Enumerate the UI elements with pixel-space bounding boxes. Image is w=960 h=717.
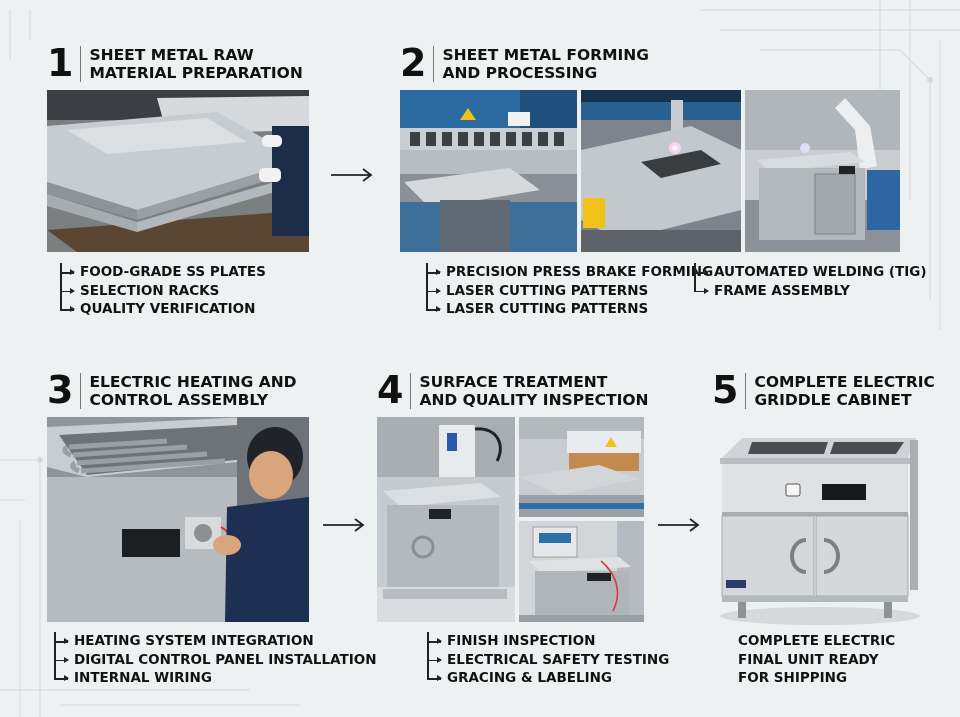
step-5-captions: COMPLETE ELECTRIC FINAL UNIT READY FOR S…: [738, 632, 895, 688]
tree-elbow-arrow-icon: [426, 269, 441, 275]
bullet-label: FRAME ASSEMBLY: [714, 282, 850, 299]
caption-line: FINAL UNIT READY: [738, 651, 879, 668]
bullet-label: LASER CUTTING PATTERNS: [446, 282, 649, 299]
step-4-title: SURFACE TREATMENT AND QUALITY INSPECTION: [419, 373, 649, 409]
griddle-cabinet-product-image: [720, 438, 920, 625]
list-item: LASER CUTTING PATTERNS: [420, 300, 713, 319]
step-4-photo-electrical-testing: [519, 521, 644, 622]
step-3-title: ELECTRIC HEATING AND CONTROL ASSEMBLY: [89, 373, 297, 409]
tree-elbow-arrow-icon: [60, 306, 75, 312]
step-2-header: 2 SHEET METAL FORMING AND PROCESSING: [400, 44, 649, 82]
step-2-bullets-extra: AUTOMATED WELDING (TIG) FRAME ASSEMBLY: [688, 263, 927, 300]
tree-line: [694, 263, 696, 291]
tree-elbow-arrow-icon: [427, 675, 442, 681]
list-item: INTERNAL WIRING: [48, 669, 377, 688]
step-1-photo-steel-sheets: [47, 90, 309, 252]
tree-line: [426, 263, 428, 310]
step-2-bullets: PRECISION PRESS BRAKE FORMING LASER CUTT…: [420, 263, 713, 319]
bullet-label: LASER CUTTING PATTERNS: [446, 301, 649, 317]
tree-elbow-arrow-icon: [427, 657, 442, 662]
tree-elbow-arrow-icon: [694, 269, 709, 275]
bullet-label: SELECTION RACKS: [80, 282, 220, 299]
step-4-divider: [410, 373, 412, 409]
bullet-label: AUTOMATED WELDING (TIG): [714, 264, 927, 280]
list-item: QUALITY VERIFICATION: [54, 300, 266, 319]
list-item: ELECTRICAL SAFETY TESTING: [421, 651, 669, 670]
tree-elbow-arrow-icon: [426, 306, 441, 312]
tree-line: [427, 632, 429, 679]
step-1-bullets: FOOD-GRADE SS PLATES SELECTION RACKS QUA…: [54, 263, 266, 319]
bullet-label: DIGITAL CONTROL PANEL INSTALLATION: [74, 651, 377, 668]
caption-line: COMPLETE ELECTRIC: [738, 633, 896, 649]
step-1-header: 1 SHEET METAL RAW MATERIAL PREPARATION: [47, 44, 303, 82]
step-5-header: 5 COMPLETE ELECTRIC GRIDDLE CABINET: [712, 371, 935, 409]
bullet-label: HEATING SYSTEM INTEGRATION: [74, 633, 314, 649]
step-3-photo-heating-assembly: [47, 417, 309, 622]
step-2-photo-robotic-welding: [745, 90, 900, 252]
tree-elbow-arrow-icon: [694, 288, 709, 293]
step-1-number: 1: [47, 41, 73, 85]
tree-elbow-arrow-icon: [427, 638, 442, 644]
bullet-label: ELECTRICAL SAFETY TESTING: [447, 651, 670, 668]
list-item: HEATING SYSTEM INTEGRATION: [48, 632, 377, 651]
list-item: PRECISION PRESS BRAKE FORMING: [420, 263, 713, 282]
arrow-right-icon: [323, 518, 365, 532]
step-2-photo-laser-cutting: [581, 90, 741, 252]
tree-line: [60, 263, 62, 310]
tree-elbow-arrow-icon: [60, 288, 75, 293]
step-5-divider: [745, 373, 747, 409]
bullet-label: FINISH INSPECTION: [447, 633, 596, 649]
arrow-right-icon: [331, 168, 373, 182]
step-4-photo-surface-polishing: [519, 417, 644, 517]
step-5-number: 5: [712, 368, 738, 412]
caption-line: FOR SHIPPING: [738, 670, 848, 686]
bullet-label: FOOD-GRADE SS PLATES: [80, 264, 266, 280]
step-3-divider: [80, 373, 82, 409]
tree-elbow-arrow-icon: [426, 288, 441, 293]
step-2-title: SHEET METAL FORMING AND PROCESSING: [442, 46, 649, 82]
step-4-photo-finish-inspection: [377, 417, 515, 622]
step-2-number: 2: [400, 41, 426, 85]
bullet-label: INTERNAL WIRING: [74, 670, 212, 686]
step-4-number: 4: [377, 368, 403, 412]
list-item: GRACING & LABELING: [421, 669, 669, 688]
step-5-title: COMPLETE ELECTRIC GRIDDLE CABINET: [754, 373, 935, 409]
bullet-label: GRACING & LABELING: [447, 670, 612, 686]
step-2-photo-press-brake: [400, 90, 577, 252]
tree-elbow-arrow-icon: [60, 269, 75, 275]
list-item: DIGITAL CONTROL PANEL INSTALLATION: [48, 651, 377, 670]
step-2-divider: [433, 46, 435, 82]
tree-elbow-arrow-icon: [54, 638, 69, 644]
step-1-title: SHEET METAL RAW MATERIAL PREPARATION: [89, 46, 303, 82]
bullet-label: QUALITY VERIFICATION: [80, 301, 256, 317]
list-item: FINISH INSPECTION: [421, 632, 669, 651]
step-3-header: 3 ELECTRIC HEATING AND CONTROL ASSEMBLY: [47, 371, 297, 409]
bullet-label: PRECISION PRESS BRAKE FORMING: [446, 264, 714, 280]
step-3-bullets: HEATING SYSTEM INTEGRATION DIGITAL CONTR…: [48, 632, 377, 688]
step-3-number: 3: [47, 368, 73, 412]
tree-line: [54, 632, 56, 679]
list-item: SELECTION RACKS: [54, 282, 266, 301]
tree-elbow-arrow-icon: [54, 657, 69, 662]
list-item: AUTOMATED WELDING (TIG): [688, 263, 927, 282]
tree-elbow-arrow-icon: [54, 675, 69, 681]
step-4-bullets: FINISH INSPECTION ELECTRICAL SAFETY TEST…: [421, 632, 669, 688]
step-1-divider: [80, 46, 82, 82]
arrow-right-icon: [658, 518, 700, 532]
list-item: FRAME ASSEMBLY: [688, 282, 927, 301]
list-item: FOOD-GRADE SS PLATES: [54, 263, 266, 282]
list-item: LASER CUTTING PATTERNS: [420, 282, 713, 301]
step-4-header: 4 SURFACE TREATMENT AND QUALITY INSPECTI…: [377, 371, 649, 409]
